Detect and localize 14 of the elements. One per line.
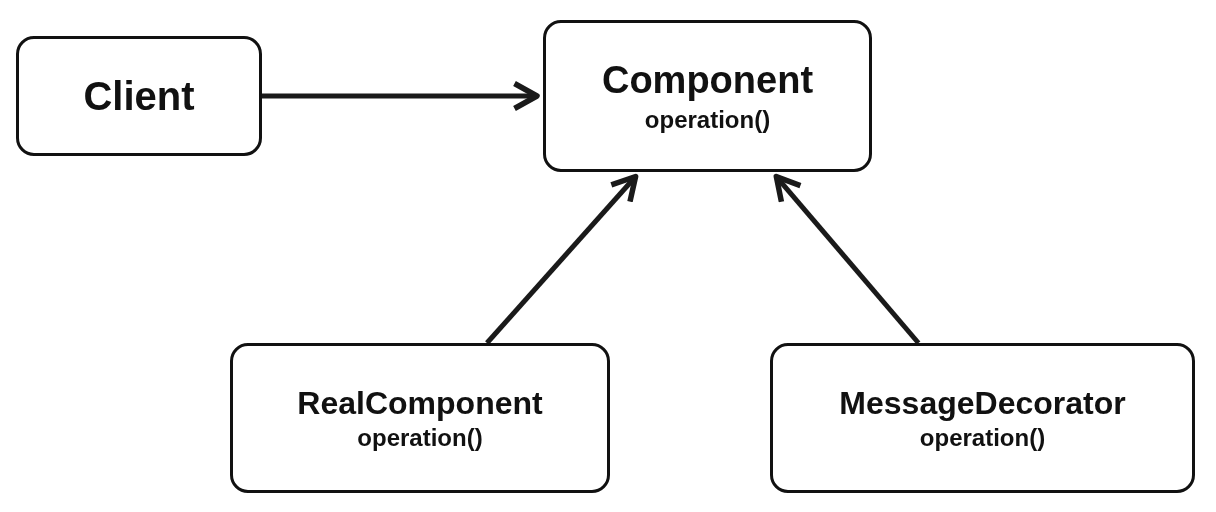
class-name: Component	[601, 58, 814, 104]
arrow	[262, 80, 540, 112]
class-box	[230, 343, 610, 493]
arrow	[485, 173, 639, 345]
class-box	[770, 343, 1195, 493]
method-name: operation()	[644, 104, 771, 135]
class-name: RealComponent	[297, 384, 543, 423]
class-box	[543, 20, 872, 172]
class-name: MessageDecorator	[839, 384, 1126, 423]
class-box	[16, 36, 262, 156]
method-name: operation()	[919, 423, 1046, 453]
class-name: Client	[83, 73, 195, 120]
arrow	[773, 173, 921, 345]
method-name: operation()	[357, 423, 483, 453]
